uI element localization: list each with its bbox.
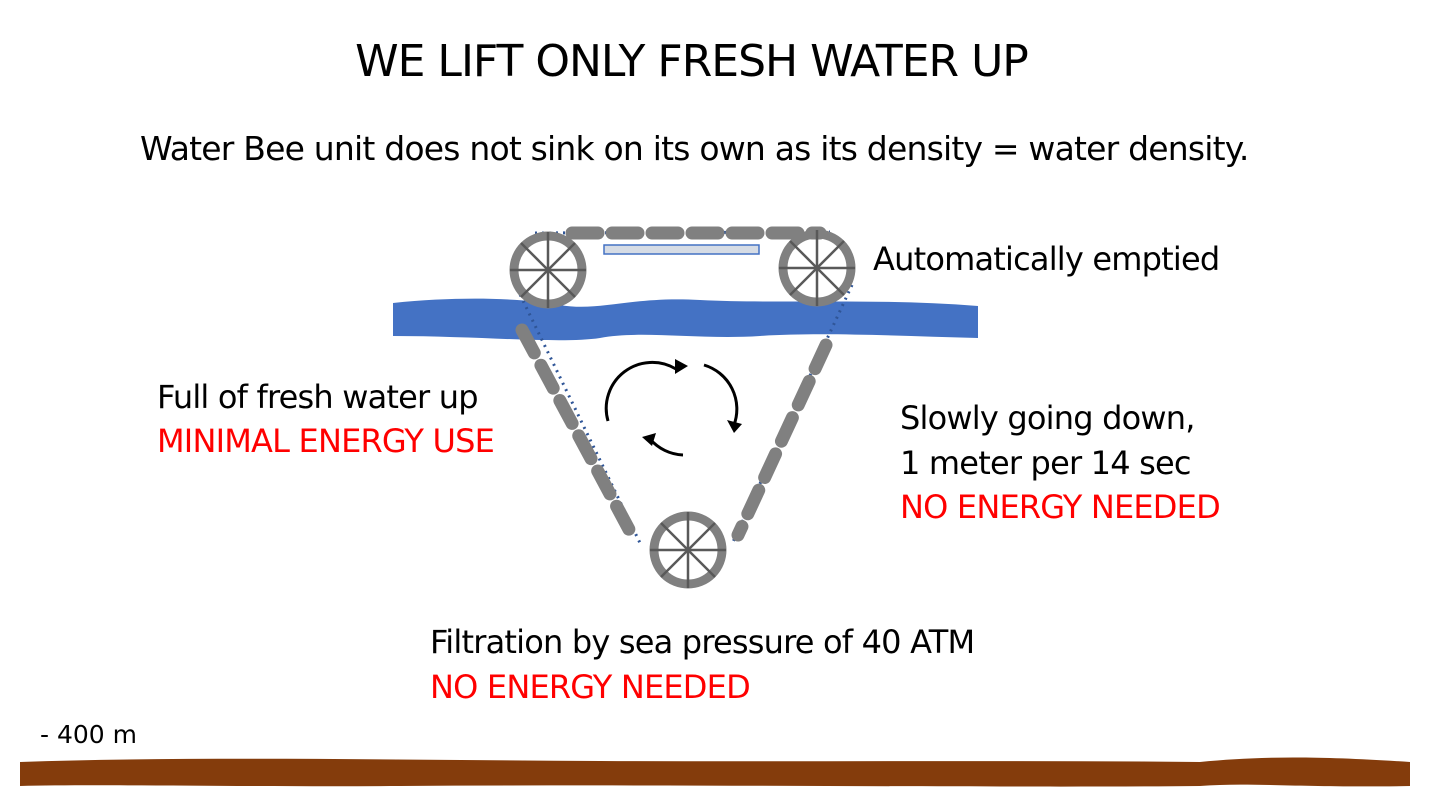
slide-title: WE LIFT ONLY FRESH WATER UP xyxy=(355,36,1029,87)
cycle-arrows-icon xyxy=(604,359,742,457)
depth-label: - 400 m xyxy=(40,720,137,749)
label-no-energy-bottom: NO ENERGY NEEDED xyxy=(430,668,751,706)
wheel-bottom xyxy=(649,511,727,589)
slide-subtitle: Water Bee unit does not sink on its own … xyxy=(140,129,1249,168)
sea-floor xyxy=(20,757,1410,787)
collection-tray xyxy=(603,244,760,255)
wheel-top-right xyxy=(778,229,856,307)
sea-surface xyxy=(393,298,978,341)
label-filtration: Filtration by sea pressure of 40 ATM xyxy=(430,623,975,661)
label-full-of-water: Full of fresh water up xyxy=(157,378,479,416)
label-no-energy-right: NO ENERGY NEEDED xyxy=(900,488,1221,526)
wheel-top-left xyxy=(509,231,587,309)
label-minimal-energy: MINIMAL ENERGY USE xyxy=(157,422,495,460)
label-descent-rate: 1 meter per 14 sec xyxy=(900,444,1192,482)
label-automatically-emptied: Automatically emptied xyxy=(873,240,1220,278)
label-slowly-going-down: Slowly going down, xyxy=(900,399,1195,437)
bucket-belt xyxy=(515,226,833,542)
